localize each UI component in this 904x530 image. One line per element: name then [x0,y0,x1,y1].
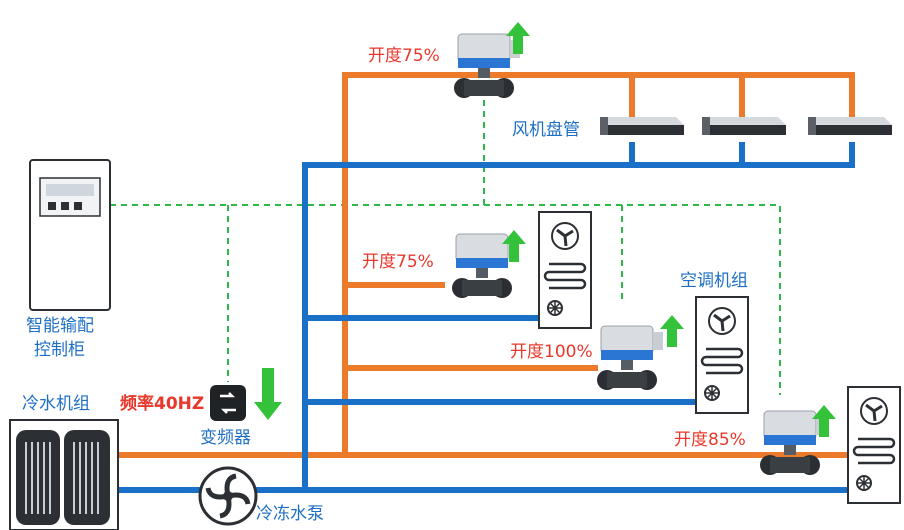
control-cabinet-label-line1: 智能输配 [26,316,94,336]
fcu-unit [600,117,684,135]
vfd-label: 变频器 [200,428,251,448]
chiller-unit [9,419,119,530]
control-cabinet-label-line2: 控制柜 [34,340,85,360]
fcu-label: 风机盘管 [512,120,580,140]
inverter-icon [210,385,246,421]
fcu-unit [808,117,892,135]
valve-top-opening-label: 开度75% [368,46,440,66]
ahu-unit [537,210,593,330]
valve-3 [759,410,827,476]
control-lines [110,100,781,395]
valve-2 [596,325,664,391]
pump-label: 冷冻水泵 [256,504,324,524]
supply-pipes [118,72,858,458]
ahu-unit [694,295,750,415]
valve-3-opening-label: 开度85% [674,430,746,450]
control-cabinet [29,159,111,311]
arrow-down-icon [254,368,282,420]
ahu-unit [846,385,902,505]
fcu-unit [702,117,786,135]
valve-2-opening-label: 开度100% [510,342,593,362]
pump-fan-icon [198,466,258,526]
valve-top [453,33,521,99]
ahu-label: 空调机组 [680,271,748,291]
arrow-up-icon [660,315,684,347]
chiller-label: 冷水机组 [22,394,90,414]
vfd-frequency-label: 频率40HZ [120,394,205,414]
valve-1-opening-label: 开度75% [362,252,434,272]
